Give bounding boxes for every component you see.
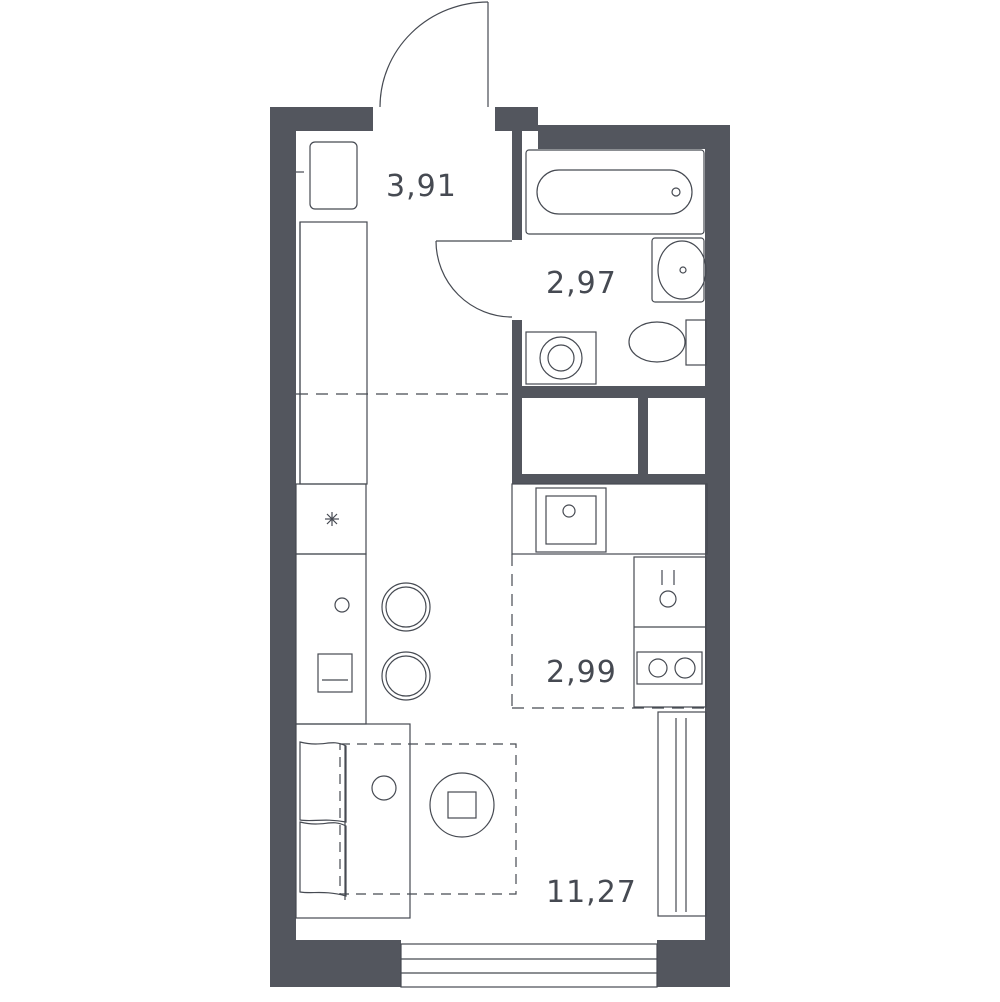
toilet-bowl bbox=[628, 321, 686, 363]
wall-left bbox=[270, 107, 296, 987]
room-area-living-room: 11,27 bbox=[546, 875, 637, 910]
kitchen-right-counter bbox=[633, 556, 707, 708]
wall-right bbox=[705, 125, 730, 987]
room-area-kitchen: 2,99 bbox=[546, 655, 617, 690]
coffee-table bbox=[429, 772, 495, 838]
wall-top-right bbox=[495, 107, 538, 131]
stool-1 bbox=[381, 582, 431, 632]
balcony-window bbox=[400, 943, 658, 988]
wall-top-left bbox=[270, 107, 373, 131]
bathroom-door-swing bbox=[435, 240, 513, 318]
walls bbox=[270, 107, 730, 987]
bathroom-sink bbox=[651, 237, 705, 303]
room-area-bathroom: 2,97 bbox=[546, 266, 617, 301]
bathroom-wall-left-lower bbox=[512, 320, 522, 480]
hob bbox=[636, 651, 703, 685]
kitchen-sink bbox=[535, 487, 607, 553]
room-area-hallway: 3,91 bbox=[386, 169, 457, 204]
bathroom-wall-left-upper bbox=[512, 130, 522, 240]
kitchen-counter bbox=[511, 483, 708, 555]
laptop-icon bbox=[317, 653, 353, 693]
wardrobe bbox=[299, 221, 368, 485]
rug bbox=[339, 743, 517, 895]
wall-bottom-left bbox=[270, 940, 401, 987]
stool-2 bbox=[381, 651, 431, 701]
desk-lamp-icon bbox=[334, 597, 350, 613]
washing-machine bbox=[525, 331, 597, 385]
fixtures bbox=[295, 1, 708, 988]
wall-bottom-right bbox=[657, 940, 730, 987]
closet-wall-bottom bbox=[512, 474, 707, 484]
tv-unit bbox=[657, 711, 707, 917]
sofa bbox=[295, 723, 411, 919]
bathtub bbox=[525, 149, 705, 235]
desk bbox=[295, 553, 367, 725]
wall-top-right-main bbox=[538, 125, 730, 149]
bathroom-wall-bottom bbox=[512, 386, 707, 398]
entrance-door-swing bbox=[379, 1, 489, 108]
hood-icon bbox=[659, 590, 677, 608]
toilet-tank bbox=[685, 319, 707, 366]
plant-icon bbox=[371, 775, 397, 801]
hallway-shoe-rack bbox=[309, 141, 358, 210]
closet-divider bbox=[638, 396, 648, 480]
